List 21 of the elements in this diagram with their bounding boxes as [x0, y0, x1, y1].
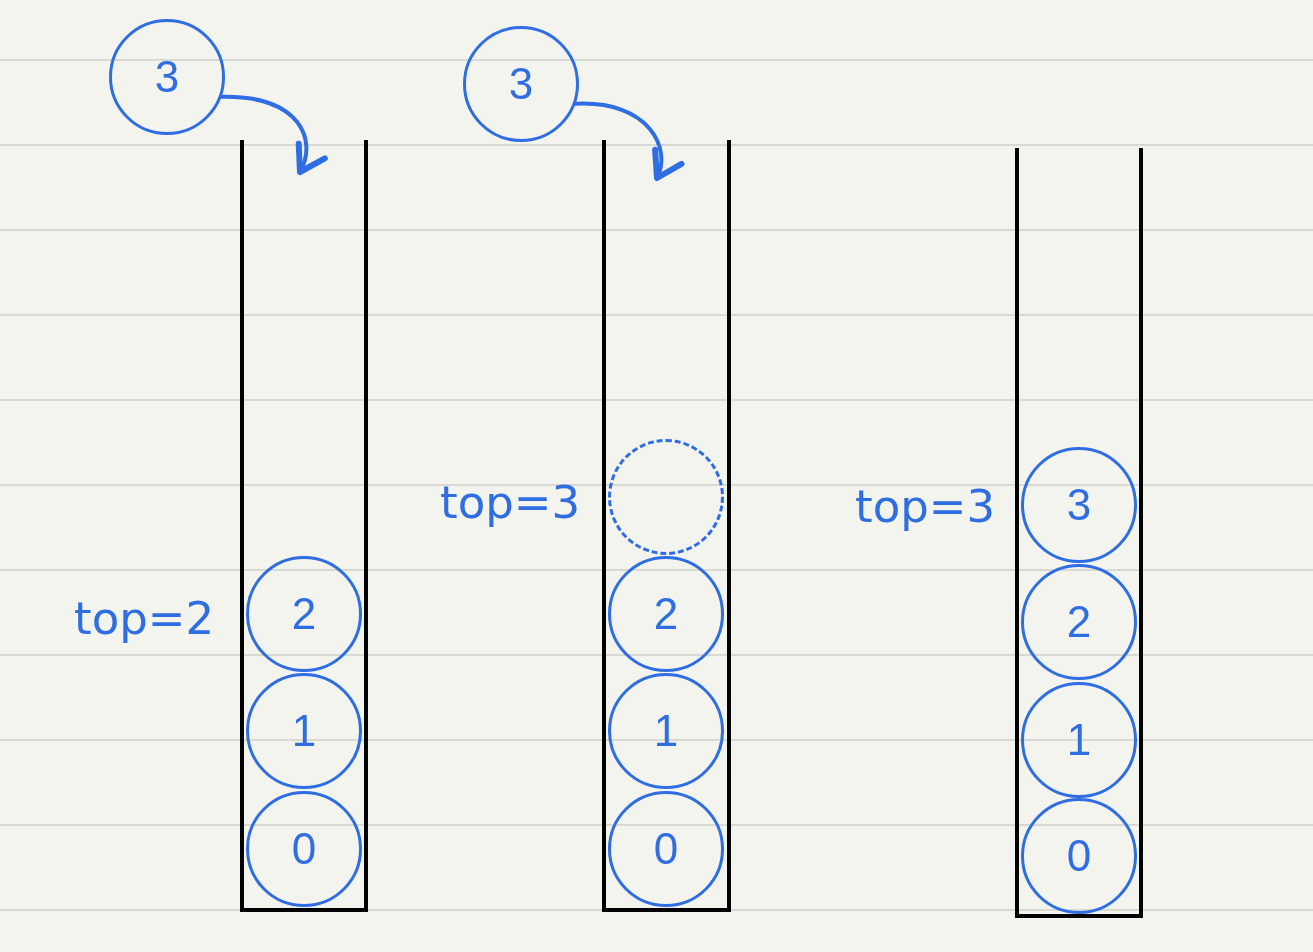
- number-circle: 0: [1021, 798, 1137, 914]
- number-circle: 0: [608, 791, 724, 907]
- number-circle: 1: [1021, 682, 1137, 798]
- number-circle: 2: [246, 556, 362, 672]
- top-index-label: top=3: [440, 476, 581, 530]
- stack-container: [240, 140, 368, 912]
- curved-arrow: [219, 94, 327, 175]
- number-circle: 2: [1021, 564, 1137, 680]
- empty-slot-circle: [608, 439, 724, 555]
- number-circle: 3: [1021, 447, 1137, 563]
- number-circle: 1: [246, 673, 362, 789]
- number-circle: 1: [608, 673, 724, 789]
- number-circle: 3: [109, 19, 225, 135]
- number-circle: 3: [463, 26, 579, 142]
- stack-container: [1015, 148, 1143, 918]
- top-index-label: top=3: [855, 480, 996, 534]
- curved-arrow: [573, 101, 683, 181]
- top-index-label: top=2: [74, 592, 215, 646]
- stack-container: [602, 140, 731, 912]
- number-circle: 2: [608, 556, 724, 672]
- number-circle: 0: [246, 791, 362, 907]
